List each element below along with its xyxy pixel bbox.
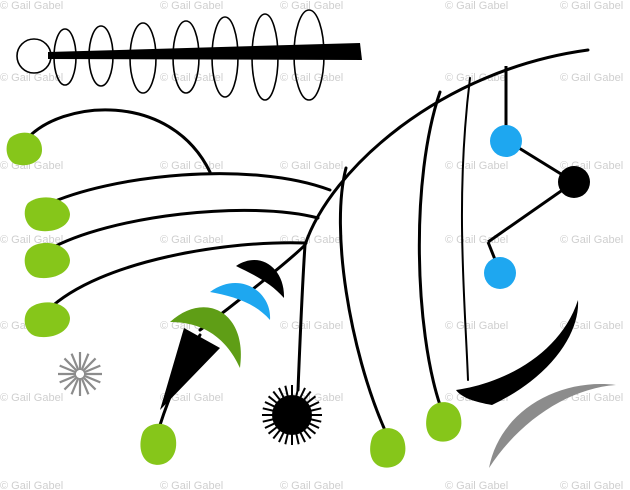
sunburst-ray xyxy=(295,385,300,398)
watermark-text: © Gail Gabel xyxy=(160,234,223,246)
lime-blob xyxy=(24,197,71,232)
sunburst-ray xyxy=(267,395,279,405)
blue-ball-top xyxy=(490,125,522,157)
sunburst-ray xyxy=(298,387,306,400)
watermark-text: © Gail Gabel xyxy=(445,234,508,246)
wire-lime-bottom-mid xyxy=(338,166,386,430)
lime-blob-bottom-right xyxy=(426,402,462,442)
watermark-text: © Gail Gabel xyxy=(280,234,343,246)
black-fan xyxy=(236,260,285,298)
lime-blob-bottom-mid xyxy=(370,428,406,468)
watermark-text: © Gail Gabel xyxy=(445,160,508,172)
watermark-text: © Gail Gabel xyxy=(560,72,623,84)
watermark-text: © Gail Gabel xyxy=(280,72,343,84)
watermark-text: © Gail Gabel xyxy=(0,480,63,490)
fan-stack xyxy=(160,260,285,410)
lime-blobs xyxy=(6,132,462,468)
wire-to-sun xyxy=(296,243,307,392)
sunburst-ray xyxy=(298,430,306,443)
sunburst-ray xyxy=(278,387,286,400)
green-fan xyxy=(170,307,241,368)
watermark-text: © Gail Gabel xyxy=(0,0,63,12)
watermark-text: © Gail Gabel xyxy=(560,234,623,246)
black-ball xyxy=(558,166,590,198)
wire-lime-1 xyxy=(44,172,332,207)
lime-blob-bottom-left xyxy=(140,423,177,465)
sunburst-ray xyxy=(278,430,286,443)
blue-fan xyxy=(210,283,271,320)
watermark-text: © Gail Gabel xyxy=(160,392,223,404)
gray-crescent xyxy=(489,384,616,468)
watermark-text: © Gail Gabel xyxy=(0,392,63,404)
starburst-spoke xyxy=(63,376,78,391)
black-sunburst xyxy=(262,385,322,445)
watermark-text: © Gail Gabel xyxy=(0,72,63,84)
watermark-text: © Gail Gabel xyxy=(160,160,223,172)
spiral-end-loop xyxy=(16,38,52,74)
main-arc-wire xyxy=(303,48,590,247)
starburst-spoke xyxy=(82,376,97,391)
watermark-text: © Gail Gabel xyxy=(560,480,623,490)
sunburst-ray xyxy=(262,407,275,412)
sunburst-ray xyxy=(309,418,322,423)
watermark-text: © Gail Gabel xyxy=(445,480,508,490)
watermark-text: © Gail Gabel xyxy=(560,320,623,332)
lime-blob-top xyxy=(6,132,42,166)
watermark-text: © Gail Gabel xyxy=(445,320,508,332)
sunburst-ray xyxy=(302,428,312,440)
starburst-spoke xyxy=(80,377,90,395)
sunburst-ray xyxy=(272,390,282,402)
watermark-text: © Gail Gabel xyxy=(280,480,343,490)
starburst-spoke xyxy=(63,357,78,372)
starburst-spoke xyxy=(70,353,80,371)
sunburst-core xyxy=(272,395,312,435)
watermark-text: © Gail Gabel xyxy=(160,0,223,12)
black-triangle xyxy=(160,328,220,410)
starburst-spoke xyxy=(83,364,101,374)
wire-lime-bottom-right xyxy=(417,90,442,407)
sunburst-ray xyxy=(307,421,320,429)
watermark-text: © Gail Gabel xyxy=(445,0,508,12)
watermark-text: © Gail Gabel xyxy=(560,0,623,12)
lime-blob xyxy=(24,302,70,338)
wire-top-lime xyxy=(24,108,212,174)
sunburst-ray xyxy=(305,425,317,435)
ball-wire xyxy=(487,180,575,244)
sunburst-ray xyxy=(284,385,289,398)
gray-starburst xyxy=(58,352,102,396)
sunburst-ray xyxy=(302,390,312,402)
watermark-text: © Gail Gabel xyxy=(160,480,223,490)
ball-cluster xyxy=(484,66,590,289)
wire-lime-2 xyxy=(46,208,320,252)
sunburst-ray xyxy=(267,425,279,435)
watermark-text: © Gail Gabel xyxy=(560,392,623,404)
spiral-tapered-bar xyxy=(48,43,362,60)
starburst-spoke xyxy=(70,377,80,395)
starburst-spoke xyxy=(80,353,90,371)
starburst-spoke xyxy=(59,364,77,374)
sunburst-ray xyxy=(264,421,277,429)
sunburst-ray xyxy=(309,407,322,412)
sunburst-ray xyxy=(284,432,289,445)
starburst-spoke xyxy=(83,374,101,384)
wire-lime-3 xyxy=(46,241,308,312)
watermark-text: © Gail Gabel xyxy=(280,0,343,12)
starburst-spoke xyxy=(82,357,97,372)
sunburst-ray xyxy=(307,401,320,409)
starburst-spoke xyxy=(59,374,77,384)
sunburst-ray xyxy=(305,395,317,405)
wire-black-crescent xyxy=(460,77,471,381)
blue-ball-bottom xyxy=(484,257,516,289)
black-crescent xyxy=(456,300,579,405)
sunburst-ray xyxy=(295,432,300,445)
watermark-text: © Gail Gabel xyxy=(280,160,343,172)
sunburst-ray xyxy=(262,418,275,423)
lime-blob xyxy=(24,242,70,279)
sunburst-ray xyxy=(272,428,282,440)
watermark-text: © Gail Gabel xyxy=(280,320,343,332)
sunburst-ray xyxy=(264,401,277,409)
